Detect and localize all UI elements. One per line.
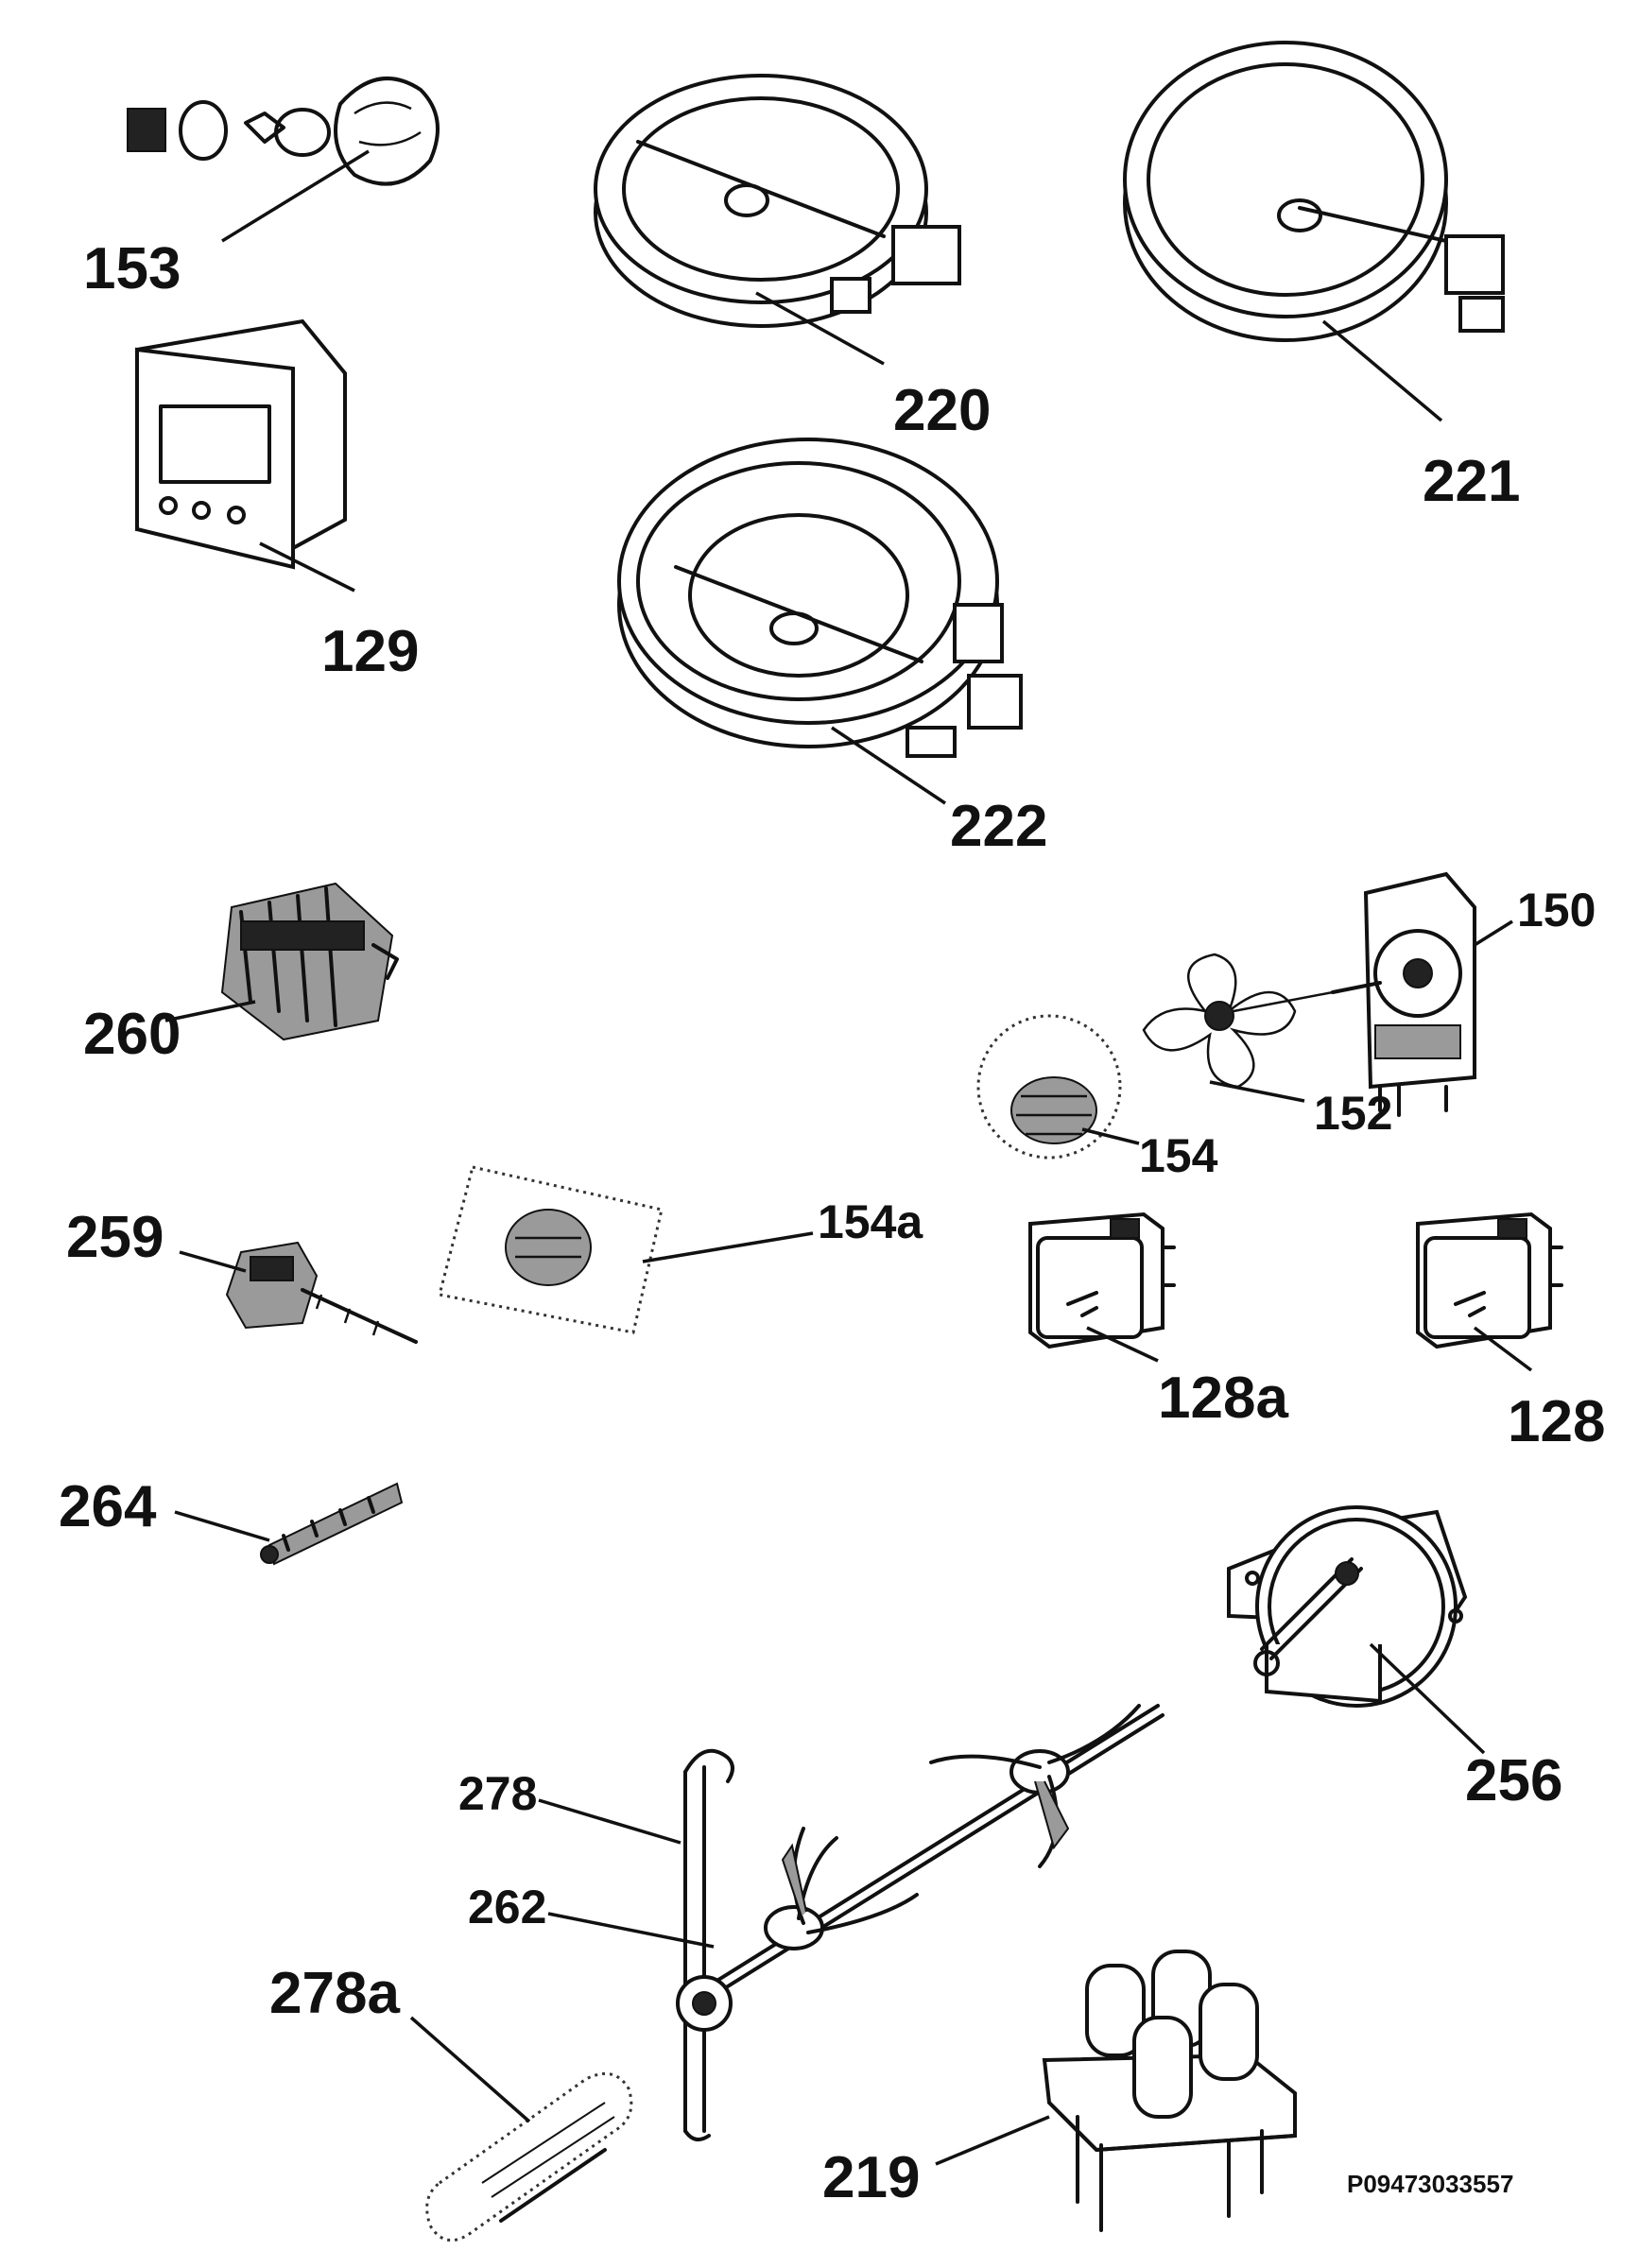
leader-260 [164, 1000, 256, 1022]
label-278a: 278a [269, 1961, 400, 2026]
leader-264 [174, 1510, 270, 1542]
label-154a: 154a [818, 1195, 923, 1248]
label-260: 260 [83, 1002, 181, 1067]
label-128a: 128a [1158, 1366, 1288, 1431]
part-264-terminal-block [260, 1482, 404, 1566]
leader-154 [1081, 1127, 1140, 1145]
label-256: 256 [1465, 1748, 1562, 1813]
label-150: 150 [1517, 884, 1596, 936]
part-150-fan-motor [1331, 871, 1476, 1117]
leader-219 [935, 2115, 1050, 2166]
label-259: 259 [66, 1205, 164, 1270]
part-152-fan-blade [1142, 953, 1334, 1089]
label-153: 153 [83, 236, 181, 301]
label-264: 264 [59, 1474, 157, 1539]
label-222: 222 [950, 794, 1047, 859]
part-262-rotisserie-spit [676, 1704, 1165, 2032]
label-219: 219 [822, 2145, 920, 2210]
part-128a-relay [1028, 1211, 1176, 1349]
part-278a-rotisserie-handle [425, 2071, 633, 2242]
part-154a-fan-cover [438, 1165, 664, 1334]
leader-222 [831, 726, 946, 805]
part-154-fan-guard [976, 1014, 1122, 1160]
leader-256 [1369, 1642, 1486, 1755]
leader-278 [538, 1798, 681, 1845]
label-220: 220 [893, 378, 991, 443]
label-154: 154 [1139, 1129, 1218, 1182]
part-256-rotisserie-motor [1227, 1505, 1468, 1708]
leader-128a [1086, 1326, 1159, 1363]
part-219-capacitor-block [1042, 1950, 1297, 2232]
leader-221 [1321, 319, 1443, 422]
part-259-thermostat [225, 1241, 418, 1344]
label-128: 128 [1508, 1389, 1605, 1454]
label-152: 152 [1314, 1087, 1392, 1140]
part-129-display-module [135, 318, 347, 570]
part-260-selector-switch [220, 882, 399, 1041]
reference-code: P09473033557 [1347, 2170, 1513, 2198]
leader-262 [547, 1912, 715, 1949]
leader-152 [1209, 1080, 1305, 1103]
leader-128 [1473, 1326, 1533, 1372]
leader-129 [259, 541, 355, 593]
part-220-hob-element [594, 74, 961, 328]
part-278-rotisserie-frame [683, 1748, 734, 2141]
label-262: 262 [468, 1881, 546, 1933]
label-129: 129 [321, 619, 419, 684]
label-278: 278 [458, 1767, 537, 1820]
part-222-dual-hob-element [617, 438, 1023, 758]
leader-220 [755, 291, 885, 366]
leader-278a [409, 2016, 531, 2123]
part-221-hob-element [1123, 41, 1505, 342]
leader-150 [1474, 919, 1513, 947]
leader-153 [221, 149, 370, 243]
label-221: 221 [1423, 449, 1520, 514]
part-153-lamp-assembly [127, 77, 440, 186]
leader-154a [642, 1231, 814, 1263]
part-128-relay [1416, 1211, 1563, 1349]
leader-259 [179, 1250, 247, 1273]
